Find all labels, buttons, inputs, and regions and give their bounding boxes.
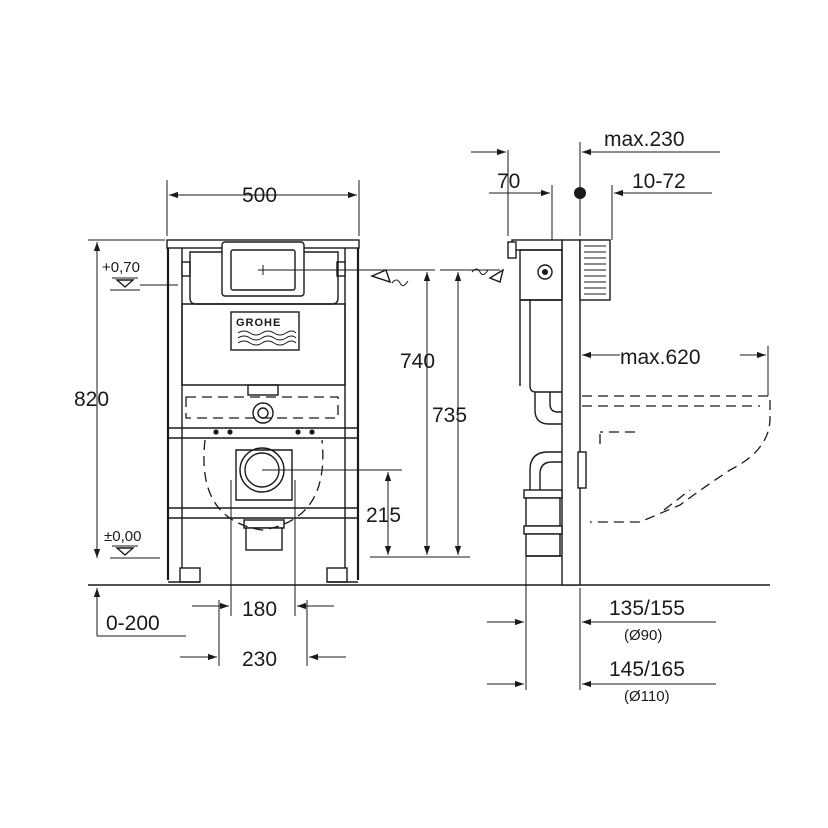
dim-180: 180	[192, 480, 334, 621]
max-620-label: max.620	[620, 346, 701, 369]
toilet-bowl-outline	[582, 395, 771, 523]
dim-max-230: max.230	[471, 128, 720, 236]
dim-145-165: 145/165 (Ø110)	[487, 658, 716, 705]
dim-height-820: 820	[74, 239, 165, 558]
level-zero-label: ±0,00	[104, 528, 141, 545]
height-label: 820	[74, 388, 109, 411]
max-230-label: max.230	[604, 128, 685, 151]
dim-0-200-label: 0-200	[106, 612, 160, 635]
cistern: GROHE	[181, 241, 346, 424]
dim-735-label: 735	[432, 404, 467, 427]
width-label: 500	[242, 184, 277, 207]
dim-230: 230	[180, 600, 346, 671]
dim-230-label: 230	[242, 648, 277, 671]
level-top-label: +0,70	[102, 259, 140, 276]
dia-90-label: (Ø90)	[624, 627, 662, 644]
dia-110-label: (Ø110)	[624, 688, 670, 705]
dim-70-label: 70	[497, 170, 520, 193]
dim-740: 740	[263, 269, 435, 555]
dim-10-72: 10-72	[574, 170, 712, 240]
dim-740-label: 740	[400, 350, 435, 373]
dim-0-200: 0-200	[93, 588, 186, 637]
dim-max-620: max.620	[582, 346, 769, 396]
dim-145-165-label: 145/165	[609, 658, 685, 681]
dim-180-label: 180	[242, 598, 277, 621]
waste-connection	[203, 439, 324, 551]
dim-10-72-label: 10-72	[632, 170, 686, 193]
brand-logo: GROHE	[236, 317, 281, 329]
side-frame	[507, 239, 611, 586]
dim-135-155-label: 135/155	[609, 597, 685, 620]
level-top: +0,70	[102, 259, 178, 291]
level-zero: ±0,00	[104, 528, 160, 559]
dim-135-155: 135/155 (Ø90)	[487, 556, 716, 690]
dim-215-label: 215	[366, 504, 401, 527]
dim-215: 215	[262, 469, 470, 558]
dim-width-500: 500	[166, 180, 360, 236]
dim-735: 735	[432, 268, 505, 555]
dim-70: 70	[489, 170, 553, 240]
